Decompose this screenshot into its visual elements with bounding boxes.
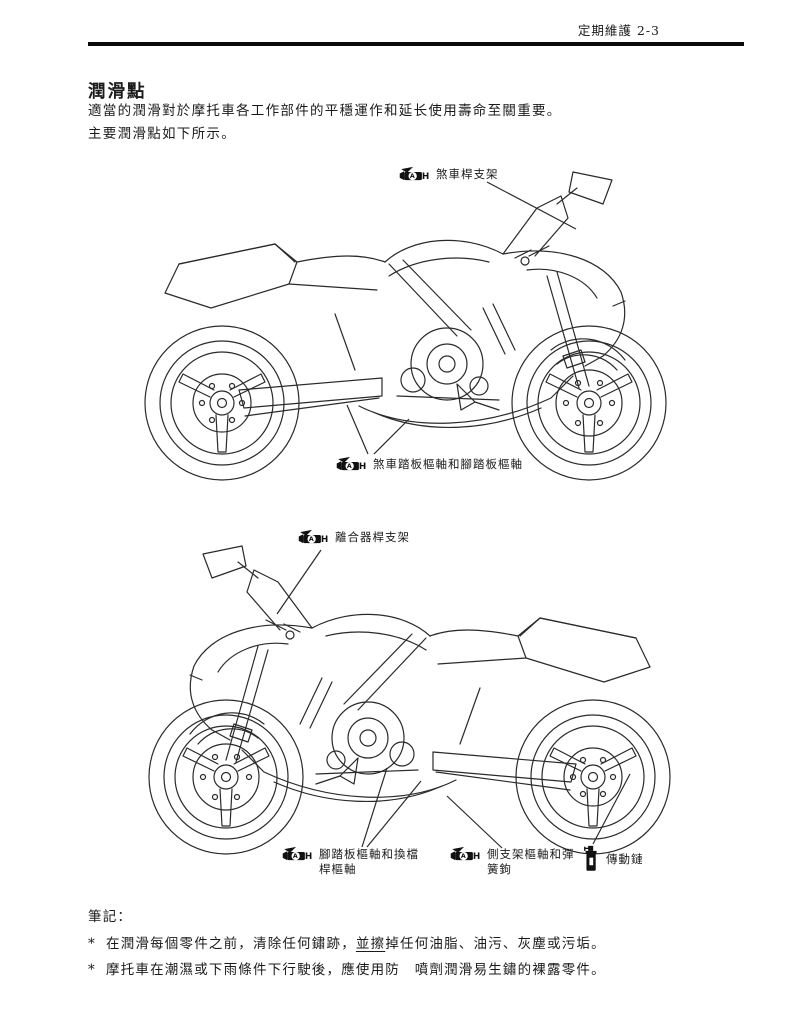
grease-icon	[298, 529, 329, 544]
grease-icon	[336, 456, 367, 471]
callout-label: 腳踏板樞軸和換檔 桿樞軸	[319, 846, 419, 877]
note-bullet: *	[88, 936, 96, 952]
notes-heading: 筆記：	[88, 909, 133, 925]
note-item-1: * 在潤滑每個零件之前，清除任何鏽跡，並擦掉任何油脂、油污、灰塵或污垢。	[88, 931, 728, 957]
callout-label: 離合器桿支架	[335, 530, 410, 544]
grease-icon	[282, 846, 313, 861]
motorcycle-left-side-figure	[148, 545, 671, 855]
grease-icon	[399, 166, 430, 181]
callout-brake-pedal-pivot: 煞車踏板樞軸和腳踏板樞軸	[336, 456, 523, 472]
callout-label-line1: 側支架樞軸和彈	[487, 847, 575, 861]
intro-text: 適當的潤滑對於摩托車各工作部件的平穩運作和延长使用壽命至關重要。 主要潤滑點如下…	[88, 100, 708, 145]
note-bullet: *	[88, 962, 96, 978]
figure1-leader-lines	[347, 182, 576, 454]
callout-drive-chain: 傳動鏈	[583, 845, 644, 872]
page-title: 潤滑點	[88, 82, 147, 102]
callout-clutch-lever-holder: 離合器桿支架	[298, 529, 410, 545]
callout-label: 煞車桿支架	[436, 167, 499, 181]
callout-label-line2: 桿樞軸	[319, 862, 357, 876]
note-text: 摩托車在潮濕或下雨條件下行駛後，應使用防 噴劑潤滑易生鏽的裸露零件。	[106, 962, 606, 978]
notes-section: 筆記： * 在潤滑每個零件之前，清除任何鏽跡，並擦掉任何油脂、油污、灰塵或污垢。…	[88, 906, 728, 983]
note-text: 在潤滑每個零件之前，清除任何鏽跡，並擦掉任何油脂、油污、灰塵或污垢。	[106, 936, 606, 952]
intro-line-2: 主要潤滑點如下所示。	[88, 125, 236, 142]
callout-footrest-pivot: 腳踏板樞軸和換檔 桿樞軸	[282, 846, 419, 877]
callout-label: 傳動鏈	[606, 851, 644, 866]
callout-label: 煞車踏板樞軸和腳踏板樞軸	[373, 457, 523, 471]
intro-line-1: 適當的潤滑對於摩托車各工作部件的平穩運作和延长使用壽命至關重要。	[88, 103, 562, 119]
callout-brake-lever-holder: 煞車桿支架	[399, 166, 499, 182]
page-number-label: 定期維護 2-3	[577, 23, 660, 38]
spray-can-icon	[584, 845, 598, 872]
motorcycle-right-side-figure	[144, 171, 667, 481]
callout-label-line1: 腳踏板樞軸和換檔	[319, 847, 419, 861]
callout-label-line2: 簧鉤	[487, 862, 512, 876]
note-item-2: * 摩托車在潮濕或下雨條件下行駛後，應使用防 噴劑潤滑易生鏽的裸露零件。	[88, 957, 728, 983]
callout-label: 側支架樞軸和彈 簧鉤	[487, 846, 575, 877]
figure2-leader-lines	[277, 550, 630, 848]
header-rule	[88, 42, 744, 46]
callout-sidestand-pivot: 側支架樞軸和彈 簧鉤	[450, 846, 575, 877]
grease-icon	[450, 846, 481, 861]
